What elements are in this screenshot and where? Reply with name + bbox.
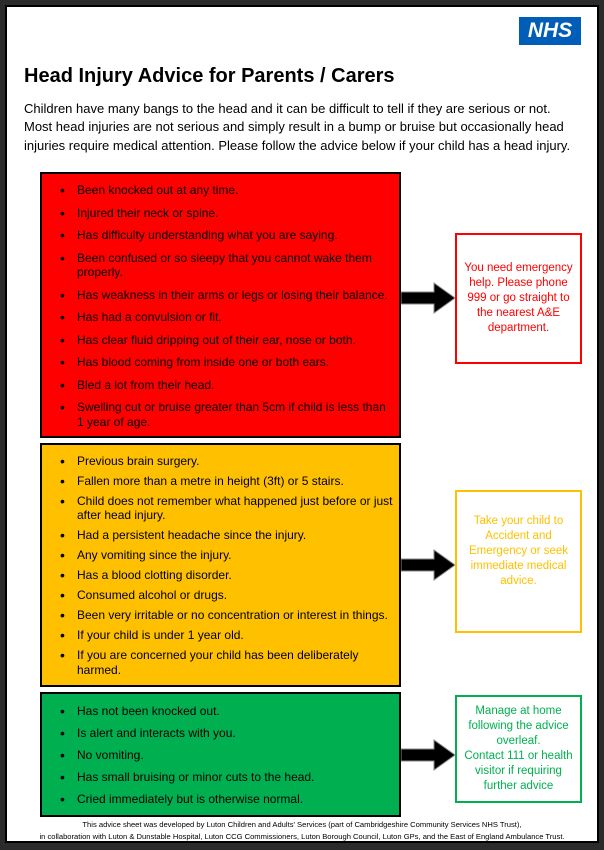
page-title: Head Injury Advice for Parents / Carers <box>24 65 395 87</box>
list-item: Has weakness in their arms or legs or lo… <box>42 286 393 303</box>
list-item: Child does not remember what happened ju… <box>42 493 393 523</box>
nhs-logo: NHS <box>519 17 581 45</box>
list-item: If you are concerned your child has been… <box>42 647 393 677</box>
arrow-right-icon <box>401 549 456 581</box>
list-item: Cried immediately but is otherwise norma… <box>42 791 393 808</box>
emergency-advice-text: You need emergency help. Please phone 99… <box>464 262 573 334</box>
home-advice-text-line1: Manage at home following the advice over… <box>468 705 569 747</box>
emergency-advice-panel: You need emergency help. Please phone 99… <box>455 233 582 364</box>
urgent-advice-text: Take your child to Accident and Emergenc… <box>468 515 569 587</box>
list-item: Any vomiting since the injury. <box>42 547 393 564</box>
list-item: No vomiting. <box>42 747 393 764</box>
list-item: Been confused or so sleepy that you cann… <box>42 250 393 280</box>
list-item: If your child is under 1 year old. <box>42 627 393 644</box>
list-item: Has difficulty understanding what you ar… <box>42 227 393 244</box>
red-warning-list: Been knocked out at any time. Injured th… <box>42 174 399 436</box>
urgent-advice-panel: Take your child to Accident and Emergenc… <box>455 490 582 633</box>
home-advice-panel: Manage at home following the advice over… <box>455 695 582 803</box>
green-advice-list: Has not been knocked out. Is alert and i… <box>42 694 399 815</box>
list-item: Has clear fluid dripping out of their ea… <box>42 332 393 349</box>
intro-paragraph: Children have many bangs to the head and… <box>24 101 571 153</box>
list-item: Had a persistent headache since the inju… <box>42 527 393 544</box>
list-item: Injured their neck or spine. <box>42 205 393 222</box>
list-item: Has had a convulsion or fit. <box>42 309 393 326</box>
arrow-right-icon <box>401 282 456 314</box>
list-item: Been knocked out at any time. <box>42 182 393 199</box>
list-item: Has small bruising or minor cuts to the … <box>42 769 393 786</box>
list-item: Been very irritable or no concentration … <box>42 607 393 624</box>
list-item: Swelling cut or bruise greater than 5cm … <box>42 399 393 429</box>
list-item: Has a blood clotting disorder. <box>42 567 393 584</box>
list-item: Fallen more than a metre in height (3ft)… <box>42 473 393 490</box>
amber-warning-list: Previous brain surgery. Fallen more than… <box>42 445 399 685</box>
list-item: Consumed alcohol or drugs. <box>42 587 393 604</box>
list-item: Has blood coming from inside one or both… <box>42 354 393 371</box>
arrow-right-icon <box>401 739 456 771</box>
list-item: Is alert and interacts with you. <box>42 725 393 742</box>
green-advice-box: Has not been knocked out. Is alert and i… <box>40 692 401 817</box>
nhs-logo-text: NHS <box>527 19 573 42</box>
home-advice-text-line2: Contact 111 or health visitor if requiri… <box>464 749 573 792</box>
list-item: Previous brain surgery. <box>42 453 393 470</box>
list-item: Bled a lot from their head. <box>42 377 393 394</box>
footer-line-1: This advice sheet was developed by Luton… <box>82 820 522 829</box>
red-warning-box: Been knocked out at any time. Injured th… <box>40 172 401 438</box>
footer-line-2: in collaboration with Luton & Dunstable … <box>39 831 565 841</box>
amber-warning-box: Previous brain surgery. Fallen more than… <box>40 443 401 687</box>
footer-credits: This advice sheet was developed by Luton… <box>7 819 597 843</box>
list-item: Has not been knocked out. <box>42 703 393 720</box>
advice-sheet-page: NHS Head Injury Advice for Parents / Car… <box>5 5 599 843</box>
